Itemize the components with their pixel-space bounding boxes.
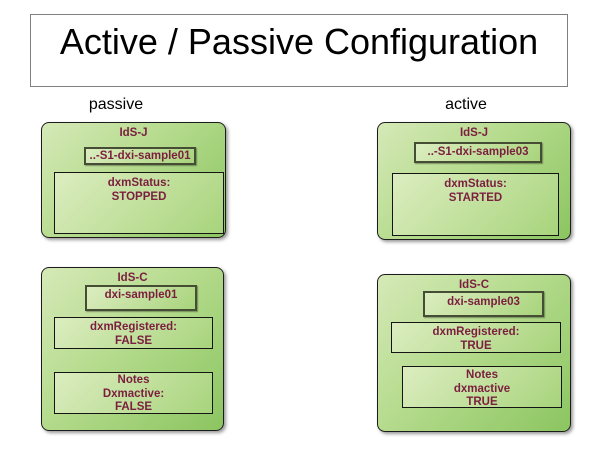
status-label: dxmStatus: (444, 178, 507, 190)
page-title: Active / Passive Configuration (59, 21, 539, 62)
dxm-status-box: dxmStatus: STOPPED (54, 172, 224, 234)
status-value: STARTED (448, 191, 503, 204)
notes-value: FALSE (114, 401, 153, 413)
dxm-registered-box: dxmRegistered: FALSE (54, 317, 213, 349)
sample-name-box: ..-S1-dxi-sample03 (414, 142, 542, 163)
notes-attr: Dxmactive: (102, 387, 165, 400)
sample-name-box: dxi-sample03 (423, 291, 544, 317)
node-title: IdS-C (117, 272, 148, 284)
node-ids-j-active: IdS-J ..-S1-dxi-sample03 dxmStatus: STAR… (377, 122, 571, 240)
sample-name-box: dxi-sample01 (85, 285, 197, 311)
dxm-registered-box: dxmRegistered: TRUE (391, 322, 561, 353)
status-value: STOPPED (111, 190, 167, 203)
registered-label: dxmRegistered: (432, 326, 520, 338)
status-label: dxmStatus: (107, 177, 171, 189)
node-title: IdS-J (459, 127, 489, 139)
node-ids-c-passive: IdS-C dxi-sample01 dxmRegistered: FALSE … (41, 267, 224, 431)
notes-dxmactive-box: Notes Dxmactive: FALSE (54, 372, 213, 414)
notes-dxmactive-box: Notes dxmactive TRUE (402, 366, 562, 408)
title-box: Active / Passive Configuration (30, 14, 568, 87)
registered-label: dxmRegistered: (90, 321, 177, 333)
registered-value: FALSE (114, 334, 153, 347)
column-label-passive: passive (88, 96, 144, 113)
notes-attr: dxmactive (453, 382, 511, 395)
dxm-status-box: dxmStatus: STARTED (392, 173, 559, 236)
notes-label: Notes (117, 374, 150, 386)
node-title: IdS-C (458, 279, 490, 291)
registered-value: TRUE (460, 339, 492, 352)
node-ids-c-active: IdS-C dxi-sample03 dxmRegistered: TRUE N… (377, 274, 571, 432)
node-ids-j-passive: IdS-J ..-S1-dxi-sample01 dxmStatus: STOP… (41, 122, 226, 238)
sample-name-box: ..-S1-dxi-sample01 (84, 147, 196, 165)
column-label-active: active (445, 96, 487, 113)
notes-value: TRUE (466, 396, 498, 408)
node-title: IdS-J (119, 127, 148, 139)
notes-label: Notes (466, 369, 498, 381)
